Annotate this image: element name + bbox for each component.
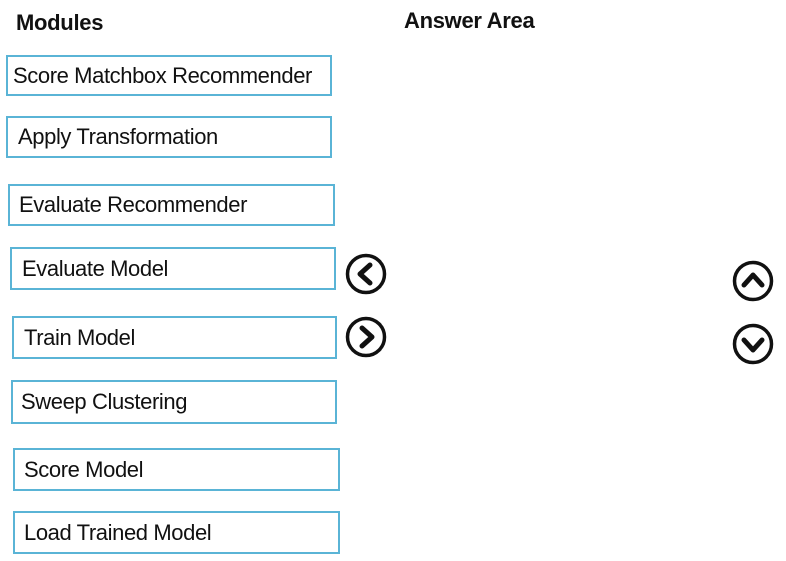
module-train-model[interactable]: Train Model [12, 316, 337, 359]
chevron-right-circle-icon [345, 316, 387, 358]
module-label: Score Model [24, 456, 144, 482]
module-sweep-clustering[interactable]: Sweep Clustering [11, 380, 337, 424]
module-label: Score Matchbox Recommender [13, 62, 312, 88]
move-right-button[interactable] [345, 316, 387, 358]
module-score-matchbox-recommender[interactable]: Score Matchbox Recommender [6, 55, 332, 96]
move-down-button[interactable] [732, 323, 774, 365]
module-load-trained-model[interactable]: Load Trained Model [13, 511, 340, 554]
chevron-up-circle-icon [732, 260, 774, 302]
move-left-button[interactable] [345, 253, 387, 295]
chevron-down-circle-icon [732, 323, 774, 365]
modules-heading: Modules [16, 10, 104, 35]
module-label: Apply Transformation [18, 124, 218, 149]
module-score-model[interactable]: Score Model [13, 448, 340, 491]
chevron-left-circle-icon [345, 253, 387, 295]
move-up-button[interactable] [732, 260, 774, 302]
module-label: Sweep Clustering [21, 389, 188, 414]
answer-area[interactable] [400, 45, 700, 545]
module-label: Evaluate Recommender [19, 192, 248, 217]
module-evaluate-recommender[interactable]: Evaluate Recommender [8, 184, 335, 226]
module-evaluate-model[interactable]: Evaluate Model [10, 247, 336, 290]
module-label: Evaluate Model [22, 255, 169, 281]
answer-area-heading: Answer Area [404, 8, 535, 33]
module-label: Train Model [24, 324, 135, 350]
module-apply-transformation[interactable]: Apply Transformation [6, 116, 332, 158]
module-label: Load Trained Model [24, 519, 212, 545]
